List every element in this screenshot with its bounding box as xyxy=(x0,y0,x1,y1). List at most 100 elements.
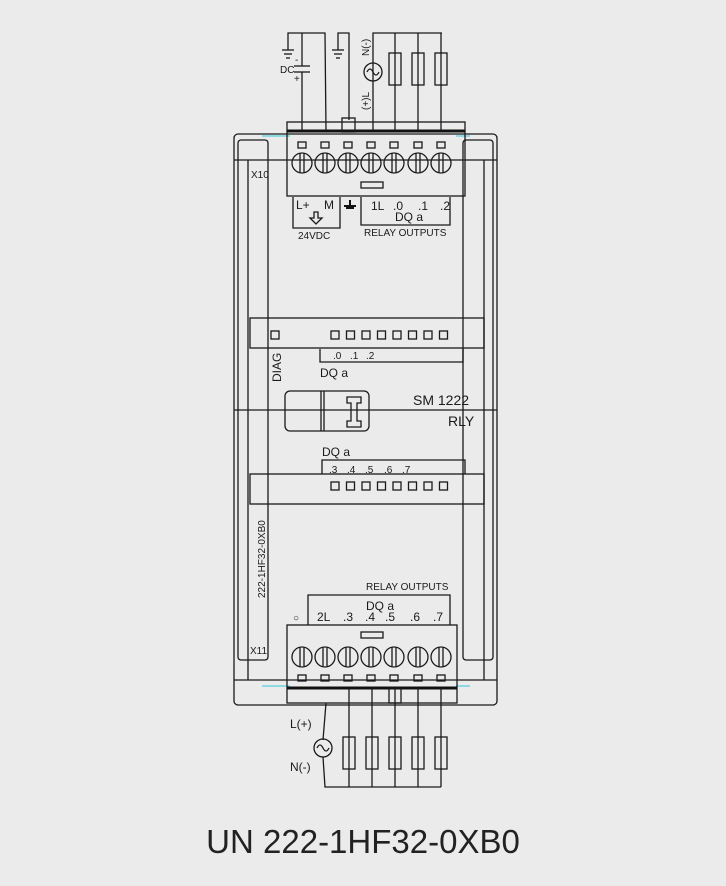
screw-terminal xyxy=(314,141,336,174)
led-indicator xyxy=(407,330,418,340)
connector-label-x10: X10 xyxy=(251,170,269,181)
led-indicator xyxy=(376,330,387,340)
led-indicator xyxy=(392,481,402,491)
led-indicator xyxy=(345,330,356,340)
screw-terminal xyxy=(383,646,405,682)
screw-icon xyxy=(337,646,359,668)
group-label: DQ a xyxy=(320,366,348,380)
group-label: DQ a xyxy=(322,445,350,459)
group-label: DQ a xyxy=(366,599,394,613)
connector-label-x11: X11 xyxy=(250,646,267,657)
release-slot-icon xyxy=(389,141,399,149)
screw-terminal xyxy=(291,141,313,174)
screw-terminal xyxy=(314,646,336,682)
screw-terminal xyxy=(360,141,382,174)
screw-icon xyxy=(314,152,336,174)
terminal-label: .3 xyxy=(343,610,353,624)
release-slot-icon xyxy=(366,674,376,682)
release-slot-icon xyxy=(297,141,307,149)
source-minus-label: N(-) xyxy=(290,760,311,774)
ac-source-icon xyxy=(363,62,383,82)
terminal-label: .4 xyxy=(365,610,375,624)
load-resistor-icon xyxy=(411,736,425,770)
screw-icon xyxy=(383,646,405,668)
din-latch-icon xyxy=(346,396,362,428)
load-resistor-icon xyxy=(388,736,402,770)
screw-icon xyxy=(383,152,405,174)
led-indicator xyxy=(438,481,449,491)
led-label: .2 xyxy=(366,351,375,362)
screw-terminal xyxy=(407,141,429,174)
release-slot-icon xyxy=(389,674,399,682)
power-label: 24VDC xyxy=(298,231,330,242)
terminal-label: 1L xyxy=(371,199,385,213)
status-leds: .0 .1 .2 DQ a DIAG DQ a .3 .4 .5 .6 .7 xyxy=(270,330,466,491)
screw-icon xyxy=(407,152,429,174)
module-body xyxy=(233,133,498,706)
release-slot-icon xyxy=(343,674,353,682)
order-number: 222-1HF32-0XB0 xyxy=(257,520,268,598)
screw-icon xyxy=(430,646,452,668)
screw-icon xyxy=(407,646,429,668)
terminal-label: 2L xyxy=(317,610,331,624)
terminal-label: .7 xyxy=(433,610,443,624)
screw-icon xyxy=(337,152,359,174)
release-slot-icon xyxy=(297,674,307,682)
led-diag xyxy=(270,330,280,340)
load-resistor-icon xyxy=(434,52,448,86)
screw-terminal xyxy=(430,646,452,682)
arrow-down-icon xyxy=(308,211,324,225)
terminal-label: .1 xyxy=(418,199,428,213)
ground-icon xyxy=(344,200,356,209)
load-resistor-icon xyxy=(434,736,448,770)
source-plus-label: L(+) xyxy=(290,717,312,731)
screw-icon xyxy=(360,646,382,668)
screw-terminal xyxy=(407,646,429,682)
screw-icon xyxy=(430,152,452,174)
source-minus-label: N(-) xyxy=(361,39,372,56)
release-slot-icon xyxy=(413,141,423,149)
terminal-label: L+ xyxy=(296,198,310,212)
terminal-label: .5 xyxy=(385,610,395,624)
terminal-label: .6 xyxy=(410,610,420,624)
terminal-label: .0 xyxy=(393,199,403,213)
led-indicator xyxy=(345,481,356,491)
release-slot-icon xyxy=(413,674,423,682)
screw-terminal xyxy=(383,141,405,174)
release-slot-icon xyxy=(320,141,330,149)
dc-label: DC xyxy=(280,65,294,76)
screw-icon xyxy=(360,152,382,174)
screw-terminal xyxy=(360,646,382,682)
release-slot-icon xyxy=(436,141,446,149)
load-resistor-icon xyxy=(365,736,379,770)
led-indicator xyxy=(361,330,371,340)
led-label: .4 xyxy=(347,465,356,476)
outputs-label: RELAY OUTPUTS xyxy=(364,228,447,239)
screw-icon xyxy=(291,646,313,668)
screw-icon xyxy=(314,646,336,668)
module-type: RLY xyxy=(448,413,475,429)
led-indicator xyxy=(330,481,340,491)
led-label: .1 xyxy=(350,351,359,362)
led-indicator xyxy=(407,481,418,491)
terminal-label: .2 xyxy=(440,199,450,213)
load-resistor-icon xyxy=(342,736,356,770)
led-indicator xyxy=(423,330,433,340)
minus-sign: - xyxy=(295,55,298,66)
led-indicator xyxy=(423,481,433,491)
load-resistor-icon xyxy=(411,52,425,86)
source-plus-label: (+)L xyxy=(361,92,372,111)
screw-icon xyxy=(291,152,313,174)
plus-sign: + xyxy=(294,74,300,85)
led-label: .5 xyxy=(365,465,374,476)
page-title: UN 222-1HF32-0XB0 xyxy=(206,823,520,860)
screw-terminal xyxy=(291,646,313,682)
load-resistor-icon xyxy=(388,52,402,86)
outputs-label: RELAY OUTPUTS xyxy=(366,582,449,593)
screw-terminal xyxy=(430,141,452,174)
connector-x10: X10 xyxy=(251,117,466,197)
terminal-label: M xyxy=(324,198,334,212)
bottom-wiring: L(+) N(-) xyxy=(290,688,448,788)
led-label: .7 xyxy=(402,465,411,476)
release-slot-icon xyxy=(436,674,446,682)
